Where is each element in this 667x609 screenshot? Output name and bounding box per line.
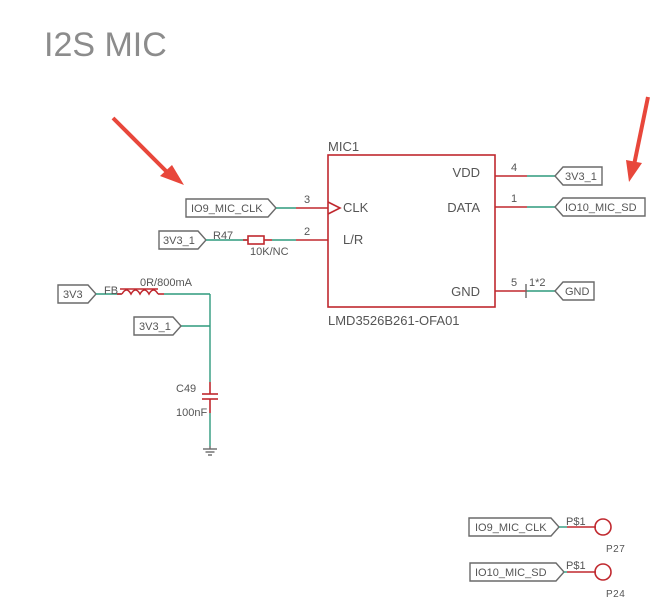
resistor-refdes: R47 (213, 230, 233, 242)
pin-number-5: 5 (511, 277, 517, 289)
port-label: IO10_MIC_SD (565, 202, 637, 214)
testpoint-p24[interactable]: IO10_MIC_SD P$1 P24 (469, 560, 625, 600)
port-3v3-1-vdd[interactable]: 3V3_1 (554, 166, 603, 186)
testpoint-refdes: P27 (606, 544, 625, 555)
ferrite-value: 0R/800mA (140, 277, 193, 289)
pin-number-3: 3 (304, 194, 310, 206)
pin-label-data: DATA (447, 200, 480, 215)
pin-number-1x2: 1*2 (529, 277, 546, 289)
capacitor-c49[interactable]: C49 100nF (176, 382, 218, 419)
port-label: 3V3_1 (163, 235, 195, 247)
port-io9-mic-clk[interactable]: IO9_MIC_CLK (185, 198, 277, 218)
capacitor-refdes: C49 (176, 383, 196, 395)
resistor-r47[interactable]: R47 10K/NC (213, 230, 289, 258)
page-title: I2S MIC (44, 26, 167, 64)
port-3v3-in[interactable]: 3V3 (57, 284, 97, 304)
annotation-arrow-right (626, 96, 650, 182)
annotation-arrow-left (111, 116, 184, 185)
port-label: 3V3_1 (565, 171, 597, 183)
pin-label-gnd: GND (451, 284, 480, 299)
pin-label-vdd: VDD (453, 165, 480, 180)
port-label: 3V3_1 (139, 321, 171, 333)
mic1-refdes: MIC1 (328, 139, 359, 154)
pin-label-lr: L/R (343, 232, 363, 247)
port-3v3-1-out[interactable]: 3V3_1 (133, 316, 182, 336)
testpoint-pad: P$1 (566, 560, 586, 572)
pin-number-2: 2 (304, 226, 310, 238)
ground-symbol (203, 446, 217, 456)
port-3v3-1-lr[interactable]: 3V3_1 (158, 230, 207, 250)
mic1-component[interactable]: MIC1 LMD3526B261-OFA01 VDD DATA GND CLK … (296, 139, 546, 328)
pin-number-1: 1 (511, 193, 517, 205)
capacitor-value: 100nF (176, 407, 207, 419)
pin-number-4: 4 (511, 162, 517, 174)
port-label: IO9_MIC_CLK (475, 522, 547, 534)
testpoint-p27[interactable]: IO9_MIC_CLK P$1 P27 (468, 516, 625, 555)
ferrite-refdes: FB (104, 285, 118, 297)
testpoint-refdes: P24 (606, 589, 625, 600)
port-label: 3V3 (63, 289, 83, 301)
resistor-value: 10K/NC (250, 246, 289, 258)
port-gnd[interactable]: GND (554, 281, 595, 301)
ferrite-bead-fb[interactable]: FB 0R/800mA (104, 277, 193, 297)
port-label: GND (565, 286, 590, 298)
port-label: IO9_MIC_CLK (191, 203, 263, 215)
pin-label-clk: CLK (343, 200, 369, 215)
mic1-part-number: LMD3526B261-OFA01 (328, 313, 460, 328)
port-label: IO10_MIC_SD (475, 567, 547, 579)
testpoint-pad: P$1 (566, 516, 586, 528)
port-io10-mic-sd[interactable]: IO10_MIC_SD (554, 197, 646, 217)
